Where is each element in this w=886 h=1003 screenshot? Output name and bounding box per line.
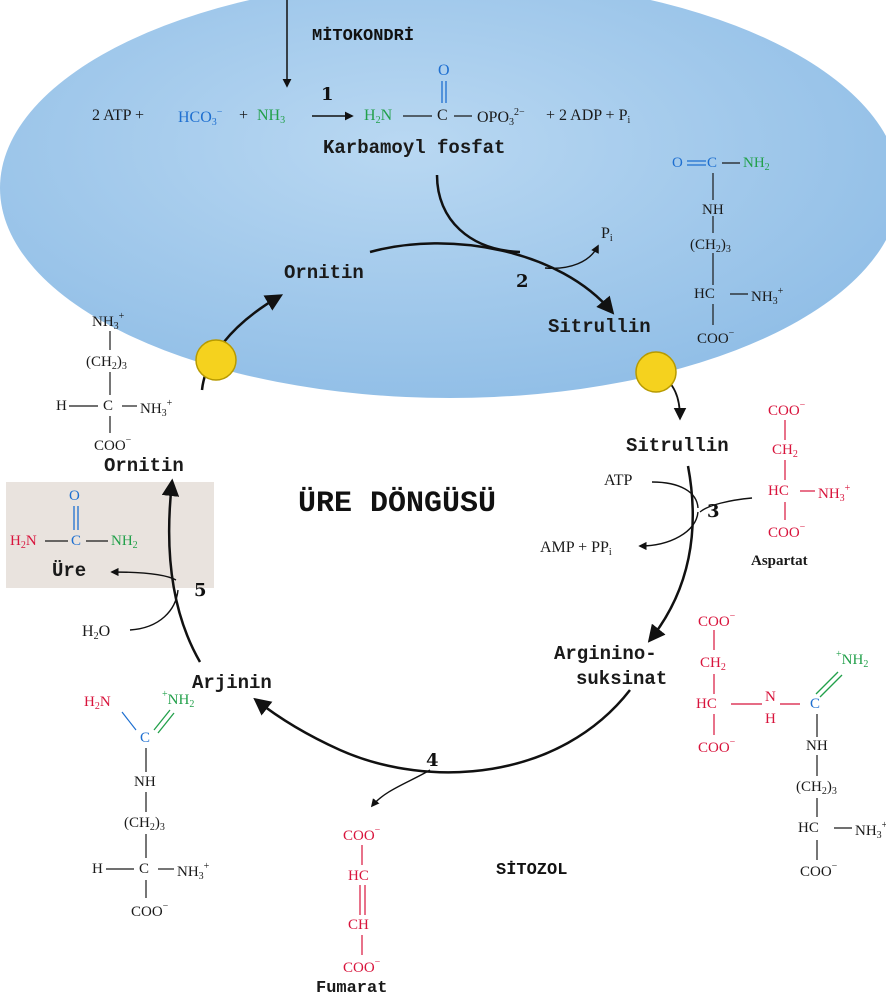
argininosuccinate-label-1: Argininо-	[554, 643, 657, 665]
reaction1-bicarbonate: HCO3−	[178, 107, 223, 128]
ornithine-mito-label: Ornitin	[284, 262, 364, 284]
fumarate-release-arrow	[370, 769, 431, 808]
step-2-label: 2	[516, 271, 529, 292]
aspartate-label: Aspartat	[751, 553, 808, 569]
mitochondrion-compartment	[0, 0, 886, 398]
ornithine-bonds	[69, 331, 137, 433]
arginine-bonds	[106, 709, 175, 898]
ornithine-cyto-label: Ornitin	[104, 455, 184, 477]
carbamoyl-phosphate-label: Karbamoyl fosfat	[323, 137, 506, 159]
fumarate-label: Fumarat	[316, 979, 388, 998]
citrulline-mito-label: Sitrullin	[548, 316, 651, 338]
carbamoyl-oxygen: O	[438, 62, 450, 79]
amp-ppi-product: AMP + PPi	[540, 539, 612, 558]
pi-product: Pi	[601, 225, 613, 244]
citrulline-cyto-label: Sitrullin	[626, 435, 729, 457]
aspartate-bonds	[784, 420, 815, 520]
aspartate-in-arrow	[699, 497, 753, 513]
pi-release-arrow	[544, 244, 599, 269]
cycle-title: ÜRE DÖNGÜSÜ	[298, 487, 497, 521]
carbamoyl-carbon: C	[437, 107, 448, 124]
citrulline-bonds	[687, 160, 706, 166]
arginine-label: Arjinin	[192, 672, 272, 694]
water-reactant: H2O	[82, 623, 111, 642]
amp-out-arrow	[638, 511, 699, 551]
atp-reactant: ATP	[604, 472, 633, 489]
mitochondria-label: MİTOKONDRİ	[312, 27, 415, 46]
reaction1-products: + 2 ADP + Pi	[546, 107, 631, 126]
argininosuccinate-label-2: suksinat	[576, 668, 668, 690]
fumarate-bonds	[359, 845, 366, 955]
ornithine-transporter	[195, 339, 237, 381]
urea-out-arrow	[110, 567, 177, 581]
ornithine-to-citrulline-arrow	[369, 242, 615, 315]
carbamoyl-phosphate-group: OPO32−	[477, 107, 525, 128]
atp-in-arrow	[651, 481, 699, 509]
step-3-label: 3	[707, 501, 720, 522]
carbamoyl-amine: H2N	[364, 107, 393, 126]
reaction1-plus: +	[239, 107, 249, 124]
water-in-arrow	[129, 589, 179, 631]
citrulline-chain-bonds	[712, 162, 748, 325]
urea-label: Üre	[52, 560, 87, 582]
argininosuccinate-guanidino-bonds	[815, 671, 852, 860]
cytosol-label: SİTOZOL	[496, 861, 568, 880]
step-1-label: 1	[321, 84, 334, 105]
carbamoyl-bonds	[441, 81, 447, 103]
arginine-to-ornithine-arrow	[161, 478, 202, 663]
citrulline-to-argininosuccinate-arrow	[647, 465, 694, 643]
argininosuccinate-red-bonds	[713, 630, 800, 735]
reaction1-ammonia: NH3	[257, 107, 286, 126]
reaction1-atp: 2 ATP +	[92, 107, 144, 124]
urea-highlight-box	[6, 482, 214, 588]
step-4-label: 4	[426, 750, 439, 771]
argininosuccinate-to-arginine-arrow	[253, 689, 631, 774]
citrulline-transporter	[635, 351, 677, 393]
step-5-label: 5	[194, 580, 207, 601]
urea-bonds	[45, 506, 108, 542]
